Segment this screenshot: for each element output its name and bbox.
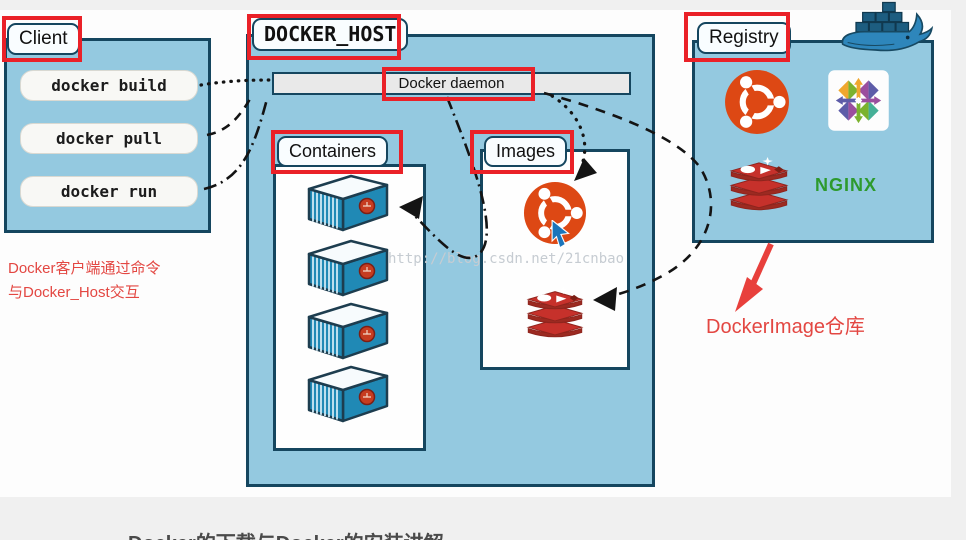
images-label: Images xyxy=(484,136,568,167)
docker-daemon-bar: Docker daemon xyxy=(272,72,631,95)
registry-label: Registry xyxy=(697,22,791,54)
redis-logo-icon xyxy=(726,155,792,218)
redis-logo-icon xyxy=(523,284,587,345)
container-icon xyxy=(303,363,393,430)
client-note-line1: Docker客户端通过命令 xyxy=(8,260,161,277)
watermark-text: http://blog.csdn.net/21cnbao xyxy=(388,251,625,267)
command-docker-build: docker build xyxy=(20,70,198,101)
containers-label: Containers xyxy=(277,136,389,167)
command-docker-run: docker run xyxy=(20,176,198,207)
container-icon xyxy=(303,237,393,304)
container-icon xyxy=(303,172,393,239)
nginx-logo: NGINX xyxy=(815,175,878,195)
command-docker-pull: docker pull xyxy=(20,123,198,154)
container-icon xyxy=(303,300,393,367)
docker-whale-icon xyxy=(836,0,936,65)
registry-note: DockerImage仓库 xyxy=(706,316,865,338)
client-label: Client xyxy=(7,23,80,55)
footer-clipped-text: Docker的下载与Docker的安装讲解 xyxy=(128,527,508,540)
docker-daemon-label: Docker daemon xyxy=(398,75,505,92)
cursor-icon xyxy=(551,220,573,254)
ubuntu-logo-icon xyxy=(723,68,791,141)
registry-box xyxy=(692,40,934,243)
centos-logo-icon xyxy=(827,69,890,137)
docker-host-label: DOCKER_HOST xyxy=(252,18,409,51)
client-note-line2: 与Docker_Host交互 xyxy=(8,284,140,301)
